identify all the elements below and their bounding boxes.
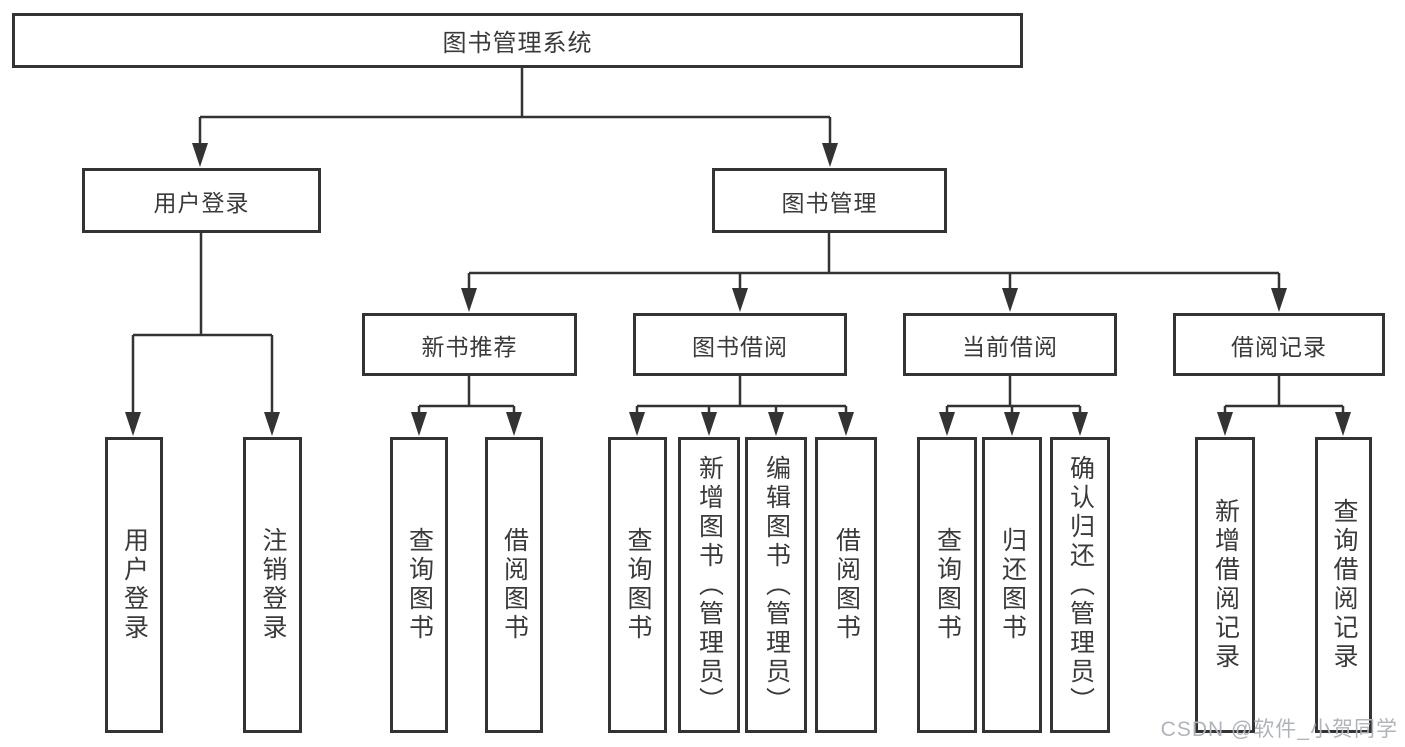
- node-label: 查询借阅记录: [1330, 498, 1358, 672]
- leaf-add-books-admin: 新增图书（管理员）: [678, 437, 740, 733]
- edge-current-to-leaves: [945, 376, 1082, 416]
- node-label: 借阅图书: [500, 527, 529, 643]
- arrow-down-icon: [506, 412, 522, 436]
- node-label: 用户登录: [153, 189, 250, 216]
- node-borrowing-records: 借阅记录: [1173, 313, 1385, 376]
- node-book-borrowing: 图书借阅: [633, 313, 847, 376]
- node-label: 查询图书: [933, 527, 962, 643]
- edge-shafts: [131, 68, 1345, 416]
- arrowhead-icons: [125, 143, 1351, 436]
- arrow-down-icon: [1072, 412, 1088, 436]
- edge-userlogin-to-leaves: [131, 233, 274, 416]
- arrow-down-icon: [768, 412, 784, 436]
- node-label: 用户登录: [120, 527, 149, 643]
- node-label: 新书推荐: [421, 333, 518, 360]
- node-label: 查询图书: [624, 527, 652, 643]
- node-label: 归还图书: [998, 527, 1027, 643]
- edge-borrowing-to-leaves: [635, 376, 848, 416]
- leaf-query-books-borrowing: 查询图书: [608, 437, 667, 733]
- edge-records-to-leaves: [1223, 376, 1345, 416]
- leaf-user-login: 用户登录: [105, 437, 163, 733]
- leaf-borrow-books-recommend: 借阅图书: [485, 437, 543, 733]
- leaf-return-books: 归还图书: [982, 437, 1042, 733]
- leaf-add-borrow-record: 新增借阅记录: [1195, 437, 1255, 733]
- arrow-down-icon: [1271, 288, 1287, 312]
- node-current-borrowing: 当前借阅: [903, 313, 1117, 376]
- arrow-down-icon: [822, 143, 838, 167]
- node-label: 图书借阅: [692, 333, 788, 360]
- node-label: 借阅图书: [832, 527, 861, 643]
- leaf-edit-books-admin: 编辑图书（管理员）: [745, 437, 807, 733]
- node-user-login: 用户登录: [82, 168, 321, 233]
- node-label: 编辑图书（管理员）: [762, 454, 791, 716]
- edge-newbook-to-leaves: [417, 376, 516, 416]
- node-new-book-recommend: 新书推荐: [362, 313, 577, 376]
- leaf-query-borrow-record: 查询借阅记录: [1315, 437, 1372, 733]
- arrow-down-icon: [264, 412, 280, 436]
- arrow-down-icon: [1002, 288, 1018, 312]
- arrow-down-icon: [125, 412, 141, 436]
- edge-root-to-level2: [198, 68, 832, 146]
- leaf-query-books-recommend: 查询图书: [390, 437, 448, 733]
- node-label: 新增图书（管理员）: [695, 454, 724, 716]
- leaf-logout: 注销登录: [243, 437, 302, 733]
- arrow-down-icon: [192, 143, 208, 167]
- edge-bookmgmt-to-level3: [467, 233, 1281, 292]
- node-book-management: 图书管理: [712, 168, 947, 233]
- node-label: 新增借阅记录: [1211, 498, 1240, 672]
- arrow-down-icon: [461, 288, 477, 312]
- node-label: 注销登录: [259, 527, 287, 643]
- arrow-down-icon: [1217, 412, 1233, 436]
- arrow-down-icon: [838, 412, 854, 436]
- node-label: 借阅记录: [1231, 333, 1327, 360]
- arrow-down-icon: [939, 412, 955, 436]
- node-library-management-system: 图书管理系统: [12, 13, 1023, 68]
- node-label: 图书管理: [781, 189, 878, 216]
- arrow-down-icon: [1335, 412, 1351, 436]
- leaf-confirm-return-admin: 确认归还（管理员）: [1050, 437, 1110, 733]
- node-label: 当前借阅: [962, 333, 1058, 360]
- arrow-down-icon: [701, 412, 717, 436]
- arrow-down-icon: [629, 412, 645, 436]
- arrow-down-icon: [732, 288, 748, 312]
- csdn-watermark: CSDN @软件_小贺同学: [1160, 718, 1398, 741]
- arrow-down-icon: [411, 412, 427, 436]
- arrow-down-icon: [1004, 412, 1020, 436]
- node-label: 确认归还（管理员）: [1066, 454, 1095, 716]
- leaf-query-books-current: 查询图书: [917, 437, 977, 733]
- leaf-borrow-books-borrowing: 借阅图书: [815, 437, 877, 733]
- node-label: 查询图书: [405, 527, 434, 643]
- node-label: 图书管理系统: [442, 30, 593, 57]
